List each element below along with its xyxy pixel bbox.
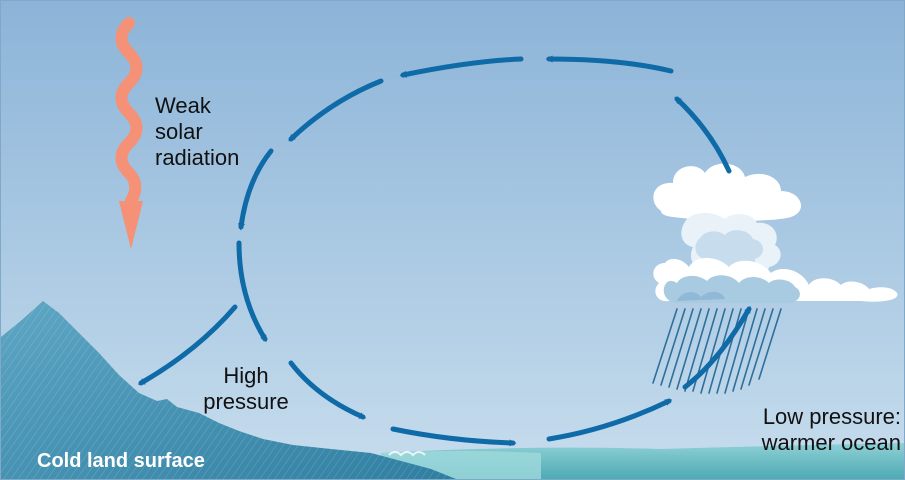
arrow-bottom-left — [288, 360, 367, 420]
rain-icon — [652, 308, 782, 394]
arrow-left-lower — [236, 240, 268, 342]
cloud-icon — [653, 163, 898, 303]
arrow-top-center — [399, 56, 524, 78]
low-pressure-label-line1: Low pressure: — [762, 404, 901, 429]
wave-crest — [388, 451, 426, 457]
high-pressure-label-line2: pressure — [203, 389, 289, 414]
solar-radiation-label-line2: solar — [155, 119, 203, 144]
solar-radiation-label-line1: Weak — [155, 93, 211, 118]
arrow-left-upper — [237, 148, 274, 231]
arrow-bottom-center — [390, 426, 517, 447]
arrow-top-right — [545, 55, 674, 74]
arrow-bottom-right — [546, 398, 673, 442]
high-pressure-label-line1: High — [223, 363, 269, 388]
cold-land-label: Cold land surface — [37, 450, 205, 472]
arrow-to-land — [137, 304, 238, 386]
high-pressure-label: High pressure — [191, 363, 301, 415]
solar-radiation-label: Weak solar radiation — [155, 93, 239, 171]
arrow-right-upper — [674, 96, 732, 174]
land-hatch — [1, 301, 456, 479]
circulation-arrows — [137, 55, 752, 447]
arrow-top-left — [288, 78, 384, 142]
solar-radiation-label-line3: radiation — [155, 145, 240, 170]
low-pressure-label: Low pressure: warmer ocean — [721, 404, 901, 456]
low-pressure-label-line2: warmer ocean — [761, 430, 901, 455]
solar-radiation-icon — [115, 17, 143, 249]
arrow-right-lower — [682, 305, 752, 390]
